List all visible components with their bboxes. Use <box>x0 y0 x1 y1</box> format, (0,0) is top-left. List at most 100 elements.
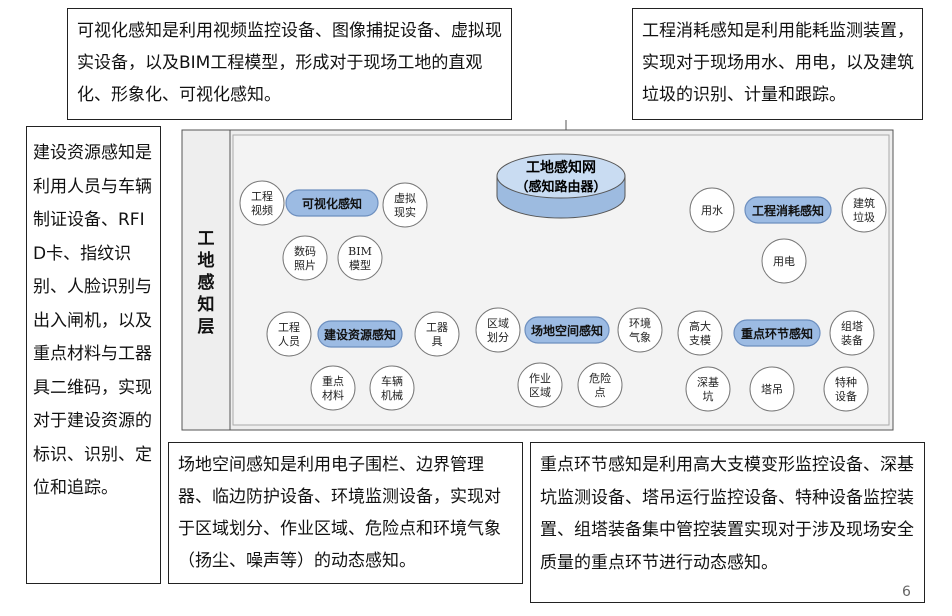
leaf-label: 模型 <box>349 258 371 272</box>
layer-label-char: 层 <box>198 317 215 337</box>
category-label: 场地空间感知 <box>531 323 603 338</box>
leaf-label: 用水 <box>701 204 723 217</box>
leaf-circle <box>266 311 312 357</box>
description-text: 场地空间感知是利用电子围栏、边界管理器、临边防护设备、环境监测设备，实现对于区域… <box>178 455 501 571</box>
leaf-label: 深基 <box>697 376 719 389</box>
leaf-label: 环境 <box>629 316 651 330</box>
leaf-label: 区域 <box>529 386 551 399</box>
leaf-label: 作业 <box>529 372 551 385</box>
leaf-label: 材料 <box>322 388 344 402</box>
leaf-circle <box>517 362 563 408</box>
leaf-circle <box>369 365 415 411</box>
category-pill <box>524 316 610 344</box>
leaf-circle <box>577 362 623 408</box>
leaf-label: BIM <box>348 245 372 258</box>
page-number: 6 <box>902 584 911 600</box>
visual-perception-description: 可视化感知是利用视频监控设备、图像捕捉设备、虚拟现实设备，以及BIM工程模型，形… <box>67 8 512 120</box>
leaf-label: 危险 <box>589 371 611 385</box>
leaf-circle <box>282 235 328 281</box>
leaf-label: 数码 <box>294 245 316 258</box>
category-pill <box>733 319 821 347</box>
leaf-node: 危险点 <box>577 362 623 408</box>
leaf-node: 工器具 <box>414 311 460 357</box>
leaf-label: 高大 <box>689 319 711 333</box>
leaf-label: 装备 <box>841 333 863 347</box>
category-node-space: 场地空间感知 <box>524 316 610 344</box>
category-pill <box>285 189 379 217</box>
leaf-circle <box>761 238 807 284</box>
leaf-node: 虚拟现实 <box>382 182 428 228</box>
leaf-label: 视频 <box>251 203 273 217</box>
leaf-label: 塔吊 <box>761 383 783 396</box>
layer-label: 工 地 感 知 层 <box>197 229 215 337</box>
leaf-circle <box>310 365 356 411</box>
leaf-label: 气象 <box>629 330 651 344</box>
description-text: 建设资源感知是利用人员与车辆制证设备、RFID卡、指纹识别、人脸识别与出入闸机，… <box>33 143 152 498</box>
description-text: 可视化感知是利用视频监控设备、图像捕捉设备、虚拟现实设备，以及BIM工程模型，形… <box>77 21 502 105</box>
leaf-node: 深基坑 <box>685 366 731 412</box>
leaf-circle <box>749 366 795 412</box>
key-link-perception-description: 重点环节感知是利用高大支模变形监控设备、深基坑监测设备、塔吊运行监控设备、特种设… <box>530 442 925 603</box>
category-node-energy: 工程消耗感知 <box>744 196 832 224</box>
resource-perception-description: 建设资源感知是利用人员与车辆制证设备、RFID卡、指纹识别、人脸识别与出入闸机，… <box>26 126 161 584</box>
leaf-node: 作业区域 <box>517 362 563 408</box>
category-node-resource: 建设资源感知 <box>317 320 403 348</box>
leaf-node: 组塔装备 <box>829 310 875 356</box>
category-label: 工程消耗感知 <box>752 203 824 218</box>
category-node-key: 重点环节感知 <box>733 319 821 347</box>
leaf-label: 照片 <box>294 259 316 272</box>
layer-label-char: 感 <box>198 272 215 293</box>
layer-label-char: 知 <box>197 294 215 315</box>
leaf-label: 坑 <box>703 389 714 403</box>
hub-cylinder-top <box>496 153 626 199</box>
leaf-node: 高大支模 <box>677 310 723 356</box>
leaf-node: 特种设备 <box>823 366 869 412</box>
leaf-label: 组塔 <box>841 319 863 333</box>
leaf-circle <box>823 366 869 412</box>
leaf-circle <box>239 180 285 226</box>
hub-subtitle: （感知路由器） <box>515 179 606 195</box>
leaf-circle <box>677 310 723 356</box>
leaf-label: 区域 <box>487 317 509 330</box>
leaf-label: 虚拟 <box>394 191 416 205</box>
leaf-label: 车辆 <box>381 374 403 388</box>
leaf-node: 建筑垃圾 <box>841 187 887 233</box>
hub-title: 工地感知网 <box>526 159 596 176</box>
leaf-node: 区域划分 <box>475 307 521 353</box>
leaf-circle <box>685 366 731 412</box>
description-text: 工程消耗感知是利用能耗监测装置，实现对于现场用水、用电，以及建筑垃圾的识别、计量… <box>642 21 914 105</box>
leaf-circle <box>414 311 460 357</box>
leaf-circle <box>617 307 663 353</box>
leaf-label: 设备 <box>835 389 857 403</box>
layer-label-char: 地 <box>198 250 215 271</box>
leaf-label: 工程 <box>278 321 300 334</box>
energy-perception-description: 工程消耗感知是利用能耗监测装置，实现对于现场用水、用电，以及建筑垃圾的识别、计量… <box>632 8 923 120</box>
layer-label-char: 工 <box>198 229 215 249</box>
leaf-label: 机械 <box>381 388 403 402</box>
category-pill <box>744 196 832 224</box>
leaf-circle <box>689 187 735 233</box>
leaf-label: 用电 <box>773 255 795 268</box>
leaf-label: 划分 <box>487 331 509 344</box>
perception-hub: 工地感知网 （感知路由器） <box>496 153 626 219</box>
leaf-node: 塔吊 <box>749 366 795 412</box>
leaf-circle <box>337 235 383 281</box>
leaf-label: 垃圾 <box>853 210 875 224</box>
space-perception-description: 场地空间感知是利用电子围栏、边界管理器、临边防护设备、环境监测设备，实现对于区域… <box>168 442 523 584</box>
leaf-label: 建筑 <box>853 196 875 210</box>
leaf-circle <box>382 182 428 228</box>
leaf-node: 重点材料 <box>310 365 356 411</box>
leaf-label: 点 <box>595 386 606 399</box>
leaf-node: 环境气象 <box>617 307 663 353</box>
leaf-label: 人员 <box>278 335 300 348</box>
leaf-circle <box>841 187 887 233</box>
leaf-label: 工器 <box>426 321 448 334</box>
leaf-label: 现实 <box>394 205 416 219</box>
leaf-label: 特种 <box>835 375 857 389</box>
